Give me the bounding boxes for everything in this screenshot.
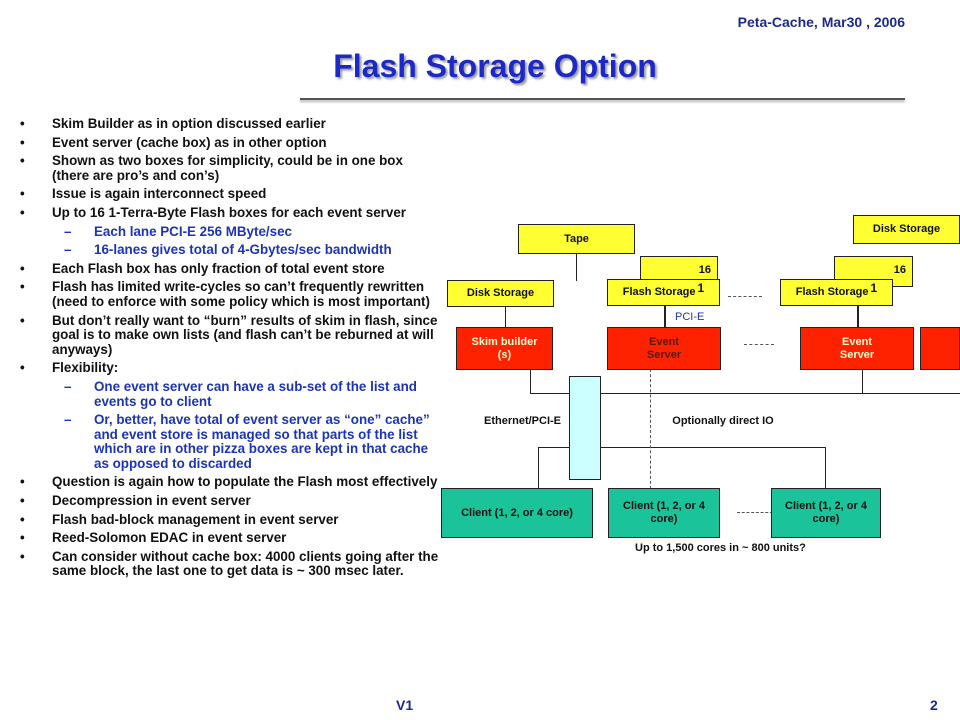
bullet-text: Question is again how to populate the Fl… [52, 474, 438, 490]
bullet-text: Or, better, have total of event server a… [94, 412, 430, 471]
direct-io-dashed [650, 369, 651, 489]
slide-title: Flash Storage Option [333, 48, 657, 84]
title-divider [300, 98, 905, 100]
bullet-text: One event server can have a sub-set of t… [94, 378, 417, 409]
bullet-item: • Reed-Solomon EDAC in event server [20, 530, 440, 546]
bullet-item: • Can consider without cache box: 4000 cl… [20, 548, 440, 579]
bullet-text: Shown as two boxes for simplicity, could… [52, 153, 403, 183]
flash-index: 1 [870, 281, 878, 295]
event-server-box-1: Event Server [607, 327, 721, 370]
bullet-marker: • [20, 116, 25, 131]
disk-storage-left-box: Disk Storage [447, 280, 554, 307]
bullet-item: • Up to 16 1-Terra-Byte Flash boxes for e… [20, 204, 440, 221]
bullet-marker: • [20, 548, 25, 564]
bullet-marker: • [20, 260, 25, 276]
event-server-box-3 [920, 327, 960, 370]
header-date: Peta-Cache, Mar30 , 2006 [737, 14, 905, 30]
bullet-text: But don’t really want to “burn” results … [52, 312, 438, 357]
bullet-item: • Shown as two boxes for simplicity, coul… [20, 153, 440, 183]
bullet-text: Each lane PCI-E 256 MByte/sec [94, 223, 292, 239]
bullet-item: • Skim Builder as in option discussed ear… [20, 116, 440, 132]
event-switch-line [600, 393, 960, 394]
pci-e-link [664, 305, 666, 328]
bullet-marker: • [20, 511, 25, 527]
dash-marker: – [64, 223, 72, 239]
bullet-marker: • [20, 493, 25, 509]
dash-marker: – [64, 242, 72, 258]
bullet-text: Reed-Solomon EDAC in event server [52, 530, 287, 546]
bullet-item: • Issue is again interconnect speed [20, 187, 440, 202]
ethernet-label: Ethernet/PCI-E [484, 415, 562, 427]
bullet-marker: • [20, 474, 25, 490]
flash-label: Flash Storage [622, 286, 696, 298]
bullet-item: • Decompression in event server [20, 493, 440, 509]
bullet-list: • Skim Builder as in option discussed ear… [20, 116, 440, 583]
tape-box: Tape [518, 224, 635, 254]
pci-e-label: PCI-E [675, 311, 705, 323]
client-box-2: Client (1, 2, or 4 core) [608, 488, 720, 538]
cores-note: Up to 1,500 cores in ~ 800 units? [635, 542, 806, 554]
bullet-marker: • [20, 312, 25, 328]
bullet-text: Flash has limited write-cycles so can’t … [52, 279, 430, 309]
flash-label: Flash Storage [795, 286, 869, 298]
bullet-text: Each Flash box has only fraction of tota… [52, 260, 385, 276]
bullet-item: • Event server (cache box) as in other op… [20, 134, 440, 151]
bullet-marker: • [20, 204, 25, 220]
direct-io-label: Optionally direct IO [672, 415, 774, 427]
bullet-marker: • [20, 186, 25, 202]
switch-client1-h [538, 447, 570, 448]
sub-bullet-item: – Each lane PCI-E 256 MByte/sec [20, 223, 440, 240]
sub-bullet-item: – One event server can have a sub-set of … [20, 378, 440, 409]
tape-link [576, 253, 577, 281]
switch-client3-h [600, 447, 825, 448]
page-number: 2 [930, 697, 938, 713]
bullet-item: • But don’t really want to “burn” results… [20, 312, 440, 358]
network-switch [569, 376, 601, 480]
skim-down-line [530, 369, 531, 393]
disk-skim-link [505, 301, 506, 327]
bullet-marker: • [20, 153, 25, 169]
event-server-box-2: Event Server [800, 327, 914, 370]
server-ellipsis [744, 344, 774, 345]
bullet-item: • Flash bad-block management in event ser… [20, 511, 440, 528]
bullet-text: Flexibility: [52, 360, 119, 376]
pci-e-link-2 [857, 305, 859, 328]
disk-storage-right-box: Disk Storage [853, 215, 960, 244]
footer-version: V1 [396, 697, 414, 713]
skim-builder-box: Skim builder (s) [456, 327, 553, 370]
switch-client1-v [538, 447, 539, 489]
bullet-text: Event server (cache box) as in other opt… [52, 134, 327, 150]
event2-down-line [862, 369, 863, 393]
client-box-3: Client (1, 2, or 4 core) [771, 488, 881, 538]
bullet-item: • Flash has limited write-cycles so can’t… [20, 280, 440, 309]
bullet-text: Flash bad-block management in event serv… [52, 511, 339, 527]
flash-index: 1 [697, 281, 705, 295]
bullet-marker: • [20, 360, 25, 376]
bullet-text: Skim Builder as in option discussed earl… [52, 116, 326, 131]
client-ellipsis [737, 512, 773, 513]
switch-client3-v [825, 447, 826, 489]
bullet-text: Can consider without cache box: 4000 cli… [52, 548, 439, 579]
bullet-item: • Flexibility: [20, 361, 440, 376]
bullet-text: Up to 16 1-Terra-Byte Flash boxes for ea… [52, 204, 406, 220]
flash-ellipsis [728, 296, 762, 297]
bullet-item: • Question is again how to populate the F… [20, 475, 440, 490]
client-box-1: Client (1, 2, or 4 core) [441, 488, 593, 538]
bullet-text: Issue is again interconnect speed [52, 186, 267, 202]
bullet-text: Decompression in event server [52, 493, 251, 509]
skim-switch-line [530, 393, 570, 394]
bullet-text: 16-lanes gives total of 4-Gbytes/sec ban… [94, 242, 392, 258]
sub-bullet-item: – Or, better, have total of event server … [20, 412, 440, 471]
sub-bullet-item: – 16-lanes gives total of 4-Gbytes/sec ba… [20, 242, 440, 258]
bullet-marker: • [20, 279, 25, 295]
bullet-marker: • [20, 530, 25, 546]
dash-marker: – [64, 412, 72, 428]
bullet-item: • Each Flash box has only fraction of tot… [20, 260, 440, 277]
bullet-marker: • [20, 134, 25, 150]
dash-marker: – [64, 378, 72, 394]
